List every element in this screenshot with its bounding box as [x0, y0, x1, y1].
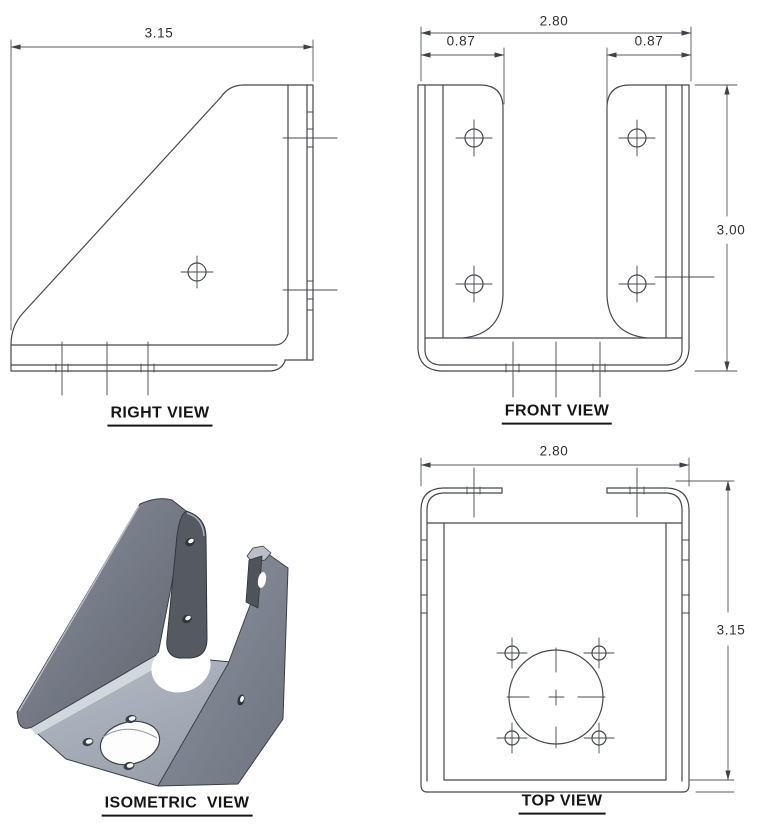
top-view-small-hole-3: [504, 730, 520, 746]
dim-top-width: 2.80: [537, 443, 571, 459]
front-view-drawing: [417, 26, 738, 398]
top-view-label: TOP VIEW: [518, 793, 606, 815]
right-view-width-dimension: [10, 39, 314, 331]
iso-left-plate: [16, 498, 187, 729]
front-view-label: FRONT VIEW: [501, 403, 613, 425]
iso-front-flange: [166, 510, 208, 659]
dim-front-height: 3.00: [714, 222, 748, 238]
top-view-small-hole-2: [591, 645, 607, 661]
right-view-label: RIGHT VIEW: [107, 405, 213, 427]
dim-front-right-flange: 0.87: [632, 33, 666, 49]
isometric-view-drawing: [16, 498, 289, 787]
top-view-small-hole-1: [504, 645, 520, 661]
top-view-small-hole-4: [591, 730, 607, 746]
top-view-dimensions: [420, 457, 735, 793]
right-view-drawing: [10, 39, 338, 396]
dim-top-depth: 3.15: [714, 622, 748, 638]
iso-right-tab-face: [245, 555, 263, 609]
dim-front-overall-width: 2.80: [537, 13, 571, 29]
dim-front-left-flange: 0.87: [444, 33, 478, 49]
dim-right-width: 3.15: [142, 25, 176, 41]
top-view-drawing: [420, 457, 735, 793]
isometric-view-label: ISOMETRIC VIEW: [101, 795, 253, 817]
front-view-dimensions: [420, 26, 738, 372]
